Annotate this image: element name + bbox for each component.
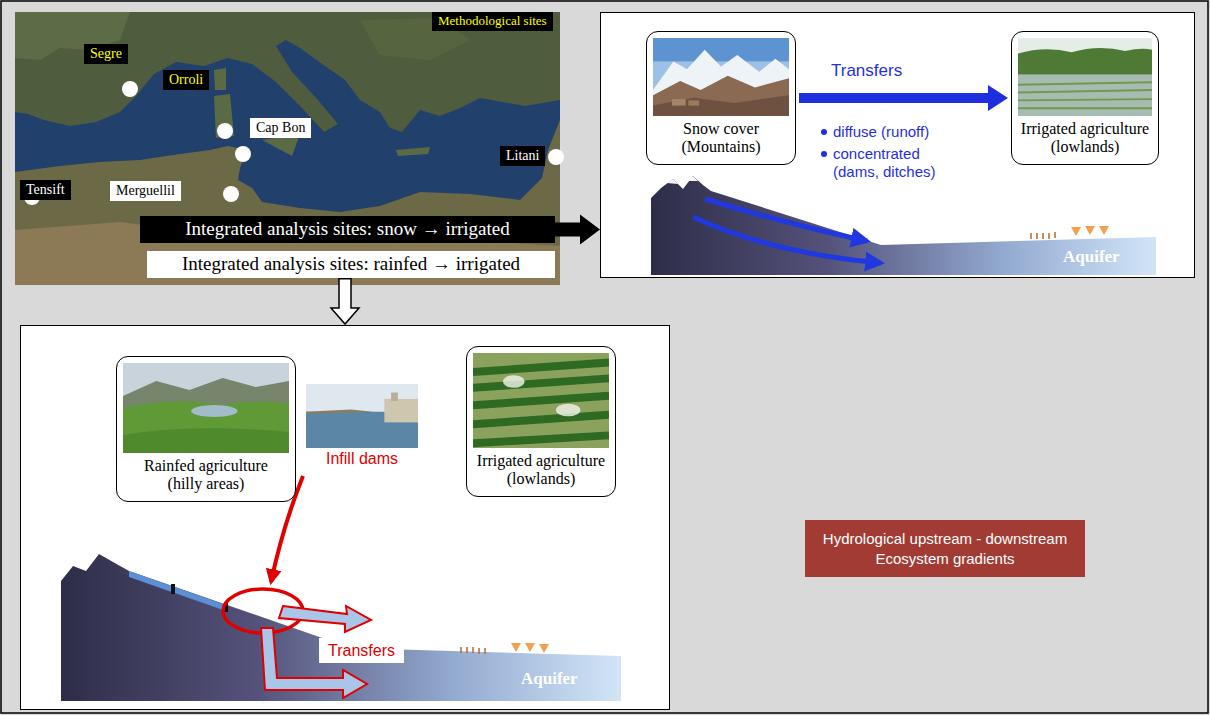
drawn-shape [396,147,430,156]
drawn-shape [306,410,373,414]
drawn-shape [214,94,234,138]
drawn-shape [653,50,789,116]
drawn-shape [705,199,867,241]
node-label: Transfers [328,641,395,660]
site-tag: Tensift [20,180,71,200]
drawn-shape [129,571,226,611]
drawn-shape [61,554,621,701]
transfer-tag: Transfers [319,638,404,663]
drawn-shape [214,68,226,90]
photo [473,353,609,448]
drawn-shape [667,176,698,184]
drawn-shape [391,393,398,402]
gradient-box: Hydrological upstream - downstream Ecosy… [805,520,1085,577]
drawn-shape [651,176,1156,275]
node-label: Irrigated agriculture (lowlands) [1018,120,1152,157]
bullet-dot [821,129,827,135]
drawn-shape [123,363,289,453]
legend-tag: Integrated analysis sites: rainfed → irr… [147,251,555,278]
photo [306,384,418,448]
drawn-shape [1018,38,1152,116]
drawn-shape [279,606,371,632]
drawn-shape [503,375,525,388]
site-dot [122,81,138,97]
aquifer-label: Aquifer [1063,247,1120,267]
site-tag: Merguellil [110,181,181,201]
site-tag: Litani [500,146,545,166]
aquifer-label: Aquifer [521,669,578,689]
drawn-shape [693,217,881,263]
site-tag: Methodological sites [432,12,553,31]
node-label: Orroli [169,72,203,88]
photo-caption: Infill dams [306,384,418,468]
site-dot [548,149,564,165]
drawn-shape [556,404,580,417]
photo [653,38,789,116]
transfer-arrow [799,85,1008,111]
node-label: Rainfed agriculture (hilly areas) [136,457,276,494]
node-label: Tensift [26,182,65,198]
drawn-shape [15,120,560,285]
node-label: Cap Bon [256,120,305,136]
node-label: Methodological sites [438,14,547,29]
drawn-shape [473,363,609,444]
legend-tag: Integrated analysis sites: snow → irriga… [140,216,555,243]
edge-label: Transfers [831,61,902,81]
drawn-shape [171,584,175,594]
site-dot [217,123,233,139]
satellite-map [15,12,564,285]
node-label: Litani [506,148,539,164]
site-dot [235,146,251,162]
drawn-shape [306,384,418,448]
drawn-shape [123,428,289,453]
drawn-shape [473,353,609,448]
node-label: Merguellil [116,183,175,199]
node-label: Infill dams [306,450,418,468]
photo-box: Irrigated agriculture (lowlands) [1011,31,1159,165]
drawn-shape [1031,232,1055,239]
drawn-shape [688,100,699,105]
node-label: Integrated analysis sites: rainfed → irr… [153,253,549,276]
drawn-shape [461,647,485,654]
black-arrow [555,214,600,244]
drawn-shape [1018,48,1152,77]
drawn-shape [672,99,686,106]
drawn-shape [1018,82,1152,108]
drawn-shape [1071,226,1109,236]
drawn-shape [511,643,549,653]
bullet-dot [821,151,827,157]
node-label: Integrated analysis sites: snow → irriga… [146,218,549,241]
drawn-shape [1018,74,1152,116]
bullet-text: concentrated (dams, ditches) [833,145,953,181]
drawn-shape [123,401,289,453]
photo [1018,38,1152,116]
photo-box: Irrigated agriculture (lowlands) [466,346,616,497]
node-label: Snow cover (Mountains) [653,120,789,157]
snow-panel: diffuse (runoff) concentrated (dams, ditc… [600,12,1195,278]
site-dot [223,186,239,202]
node-label: Hydrological upstream - downstream Ecosy… [815,529,1075,568]
hollow-arrow [331,279,359,324]
drawn-shape [15,12,560,285]
drawn-shape [15,12,560,132]
node-label: Segre [90,46,122,62]
photo [123,363,289,453]
rainfed-panel: Aquifer Rainfed agriculture (hilly areas)… [20,325,670,710]
drawn-shape [653,95,789,116]
drawn-shape [191,405,237,417]
site-tag: Cap Bon [250,118,311,138]
node-label: Irrigated agriculture (lowlands) [473,452,609,489]
bullet-text: diffuse (runoff) [833,123,993,141]
drawn-shape [653,38,789,116]
drawn-shape [653,76,789,116]
photo-box: Snow cover (Mountains) [646,31,796,165]
photo-box: Rainfed agriculture (hilly areas) [116,356,296,502]
site-tag: Segre [84,44,128,64]
site-tag: Orroli [163,70,209,90]
drawn-shape [384,399,418,422]
